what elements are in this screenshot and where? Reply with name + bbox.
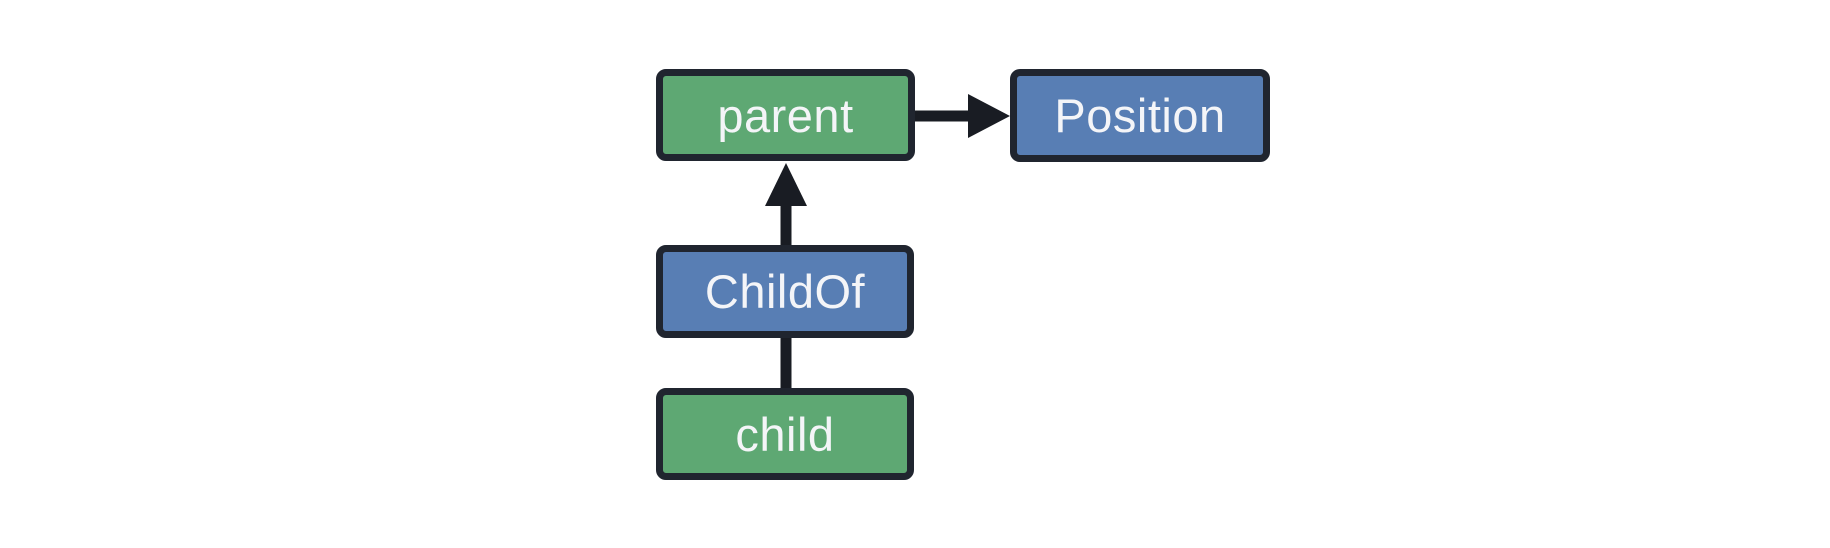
arrowhead-right-icon	[968, 94, 1010, 138]
edge-parent-to-position	[913, 94, 1010, 138]
node-parent: parent	[656, 69, 915, 161]
arrowhead-up-icon	[765, 163, 807, 206]
node-childof-label: ChildOf	[704, 265, 866, 318]
node-position-label: Position	[1054, 89, 1226, 142]
node-child-label: child	[735, 407, 835, 461]
node-childof: ChildOf	[656, 245, 914, 338]
edge-childof-to-parent	[765, 163, 807, 247]
node-parent-label: parent	[717, 88, 854, 142]
node-child: child	[656, 388, 914, 480]
node-position: Position	[1010, 69, 1270, 162]
